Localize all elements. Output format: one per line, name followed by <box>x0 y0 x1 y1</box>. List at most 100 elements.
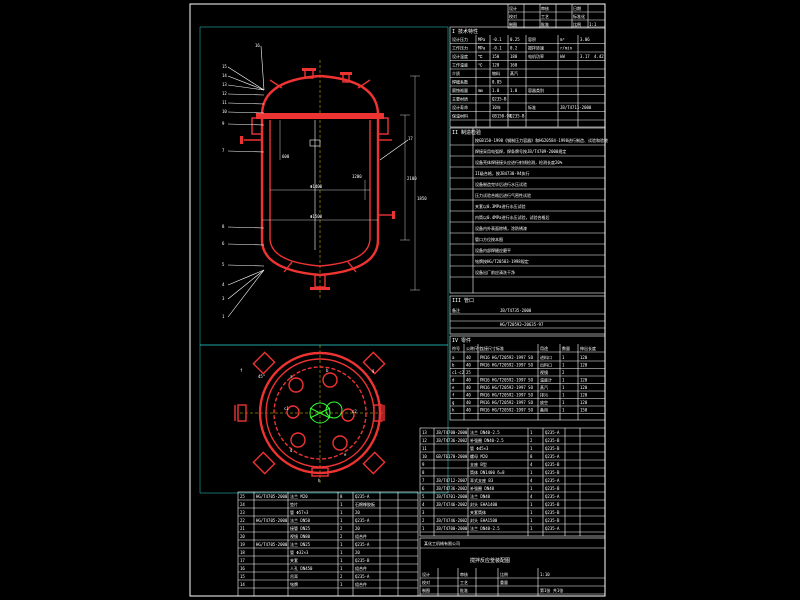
nozzle-cell: 120 <box>580 393 588 398</box>
part-right-cell: 夹套筒体 <box>470 509 486 515</box>
part-left-cell: 夹套 <box>290 557 298 563</box>
title-block-cell: 设计 <box>422 571 430 577</box>
tech-cell: ℃ <box>478 54 483 59</box>
rule <box>227 93 265 96</box>
part-left-cell: 20 <box>355 526 360 531</box>
nozzle-cell: 1 <box>562 408 565 413</box>
tech-cell: 0.2 <box>510 46 518 51</box>
nozzle-cell: 150 <box>580 408 588 413</box>
title-tag-cell: 设计 <box>509 5 517 11</box>
nozzle-cell: 进料口 <box>540 354 552 360</box>
tech-cell: 设计寿命 <box>452 104 468 110</box>
tech-cell: 0.85 <box>492 80 502 85</box>
elevation-balloon: 9 <box>222 121 225 126</box>
nozzle-cell: 放空 <box>540 399 548 405</box>
plan-view-frame <box>199 344 449 494</box>
title-tag-cell: 批准 <box>541 21 549 27</box>
elevation-balloon: 8 <box>222 224 225 229</box>
part-right-cell: Q235-B <box>545 446 560 451</box>
tech-cell: Q235-B <box>492 97 507 102</box>
nozzle-cell: 120 <box>580 385 588 390</box>
part-left-cell: 8 <box>340 494 343 499</box>
plan-label: c2 <box>352 409 357 414</box>
plan-nozzle-c2 <box>341 408 355 422</box>
plan-nozzle-a <box>288 377 304 393</box>
part-right-cell: JB/T4700-2000 <box>436 526 468 531</box>
part-right-cell: 法兰 DN40-2.5 <box>470 429 500 435</box>
part-left-cell: 2 <box>340 534 343 539</box>
part-right-cell: Q235-B <box>545 486 560 491</box>
plan-nozzle-b <box>322 372 338 388</box>
part-right-cell: 1 <box>530 502 533 507</box>
part-left-cell: 组合件 <box>355 581 367 587</box>
tech-cell: 保温材料 <box>452 113 468 119</box>
rule <box>227 150 265 153</box>
rule <box>227 66 265 91</box>
title-tag-cell: 比例 <box>573 21 581 27</box>
tech-cell: 4.42 <box>594 54 604 59</box>
part-right-cell: 筒体 DN1400 δ=8 <box>470 469 505 475</box>
nozzle-cell: PN16 HG/T20592-1997 SO <box>480 408 534 413</box>
inner-shell <box>269 120 371 267</box>
part-right-cell: Q235-A <box>545 478 560 483</box>
dim-text: Φ1400 <box>310 184 323 189</box>
part-right-cell: 法兰 DN40 <box>470 493 491 499</box>
plan-label: 45° <box>258 374 265 379</box>
nozzle-cell: f <box>452 393 455 398</box>
rule <box>260 45 265 91</box>
company-name: 某化工机械有限公司 <box>424 540 460 546</box>
title-tag-cell: 制图 <box>509 21 517 27</box>
agitator-plan <box>309 402 331 424</box>
part-right-cell: 补强圈 DN40 <box>470 485 495 491</box>
plan-label: h <box>318 478 321 483</box>
part-right-cell: 耳式支座 B3 <box>470 477 494 483</box>
part-left-cell: 16 <box>240 566 245 571</box>
nozzle-cell: 1 <box>562 385 565 390</box>
part-left-cell: Q235-A <box>355 518 370 523</box>
part-left-cell: Q235-A <box>355 542 370 547</box>
title-block-cell: 批准 <box>460 587 468 593</box>
elevation-balloon: 4 <box>222 282 225 287</box>
part-left-cell: 2 <box>340 526 343 531</box>
rule <box>227 84 265 91</box>
tech-cell: 160 <box>510 63 518 68</box>
elevation-balloon: 5 <box>222 262 225 267</box>
nozzle-cell: 120 <box>580 400 588 405</box>
tech-cell: ℃ <box>478 63 483 68</box>
part-left-cell: 人孔 DN450 <box>290 565 313 571</box>
elevation-balloon: 16 <box>255 43 260 48</box>
manufacture-row: II级合格，按JB4730-94执行 <box>475 170 530 176</box>
nozzle-cell: 25 <box>466 370 471 375</box>
title-tag-cell: 工艺 <box>541 14 549 19</box>
part-left-cell: 铭牌 <box>290 581 298 587</box>
title-block-cell: 第1张 共1张 <box>540 587 563 593</box>
tech-cell: 设计温度 <box>452 53 468 59</box>
part-right-cell: Q235-A <box>545 526 560 531</box>
elevation-balloon: 3 <box>222 296 225 301</box>
part-right-cell: Q235-B <box>545 470 560 475</box>
part-right-cell: 2 <box>422 518 425 523</box>
part-right-cell: 6 <box>422 486 425 491</box>
part-right-cell: 4 <box>530 462 533 467</box>
part-left-cell: 石棉橡胶板 <box>355 501 375 507</box>
part-right-cell: GB/T6170-2000 <box>436 454 468 459</box>
plan-lug-1 <box>252 351 276 375</box>
tech-cell: kW <box>560 54 565 59</box>
nozzle-header-cell: 连接尺寸标准 <box>480 345 504 351</box>
part-right-cell: 13 <box>422 430 427 435</box>
tech-cell: 150 <box>492 54 500 59</box>
plan-jacket-circle <box>258 351 382 475</box>
manufacture-row: 铭牌按HG/T20583-1998规定 <box>475 258 529 264</box>
nozzle-cell: 1 <box>562 355 565 360</box>
part-right-cell: Q235-A <box>545 494 560 499</box>
manufacture-row: 设备出厂前应清洗干净 <box>475 269 515 275</box>
title-tag-cell: 日期 <box>573 5 581 11</box>
manufacture-row: 焊接采用电弧焊，焊条牌号按JB/T4709-2000规定 <box>475 148 566 154</box>
tech-cell: r/min <box>560 46 573 51</box>
title-block-cell: 审核 <box>460 571 468 577</box>
part-right-cell: 补强圈 DN40-2.5 <box>470 437 504 443</box>
nozzle-cell: 40 <box>466 400 471 405</box>
top-head <box>260 74 380 116</box>
part-left-cell: 23 <box>240 510 245 515</box>
